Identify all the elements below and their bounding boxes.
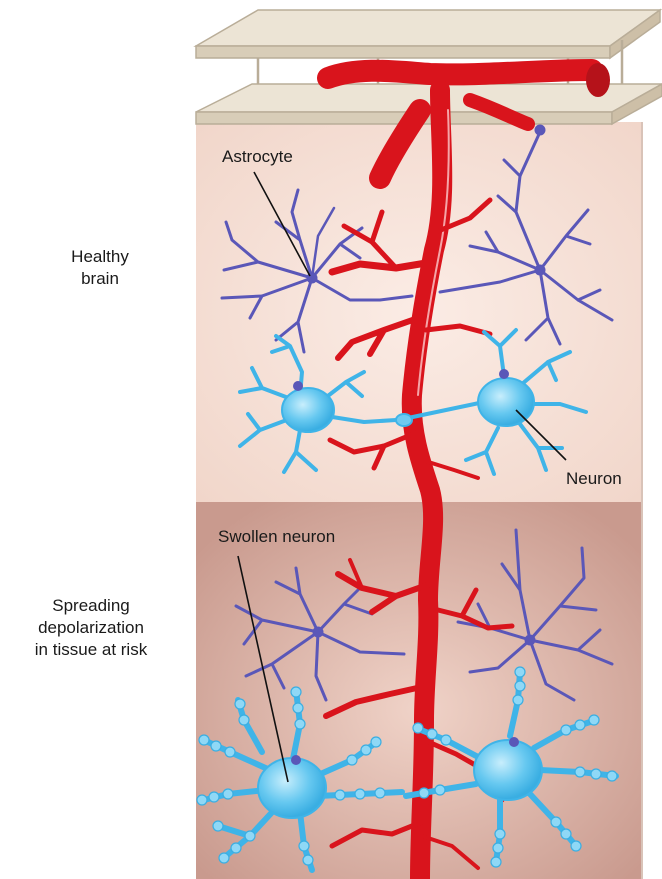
swollen-neuron-label: Swollen neuron: [218, 527, 335, 546]
vessel-cut-end: [586, 63, 610, 97]
neuron-healthy-left-soma: [282, 388, 334, 432]
neuron-swollen-right-soma: [474, 740, 542, 800]
astrocyte-label: Astrocyte: [222, 147, 293, 166]
neuron-label: Neuron: [566, 469, 622, 488]
upper-plate-top: [196, 10, 660, 46]
surface-vessel: [328, 70, 592, 78]
neuron-swollen-left-soma: [258, 758, 326, 818]
upper-plate-edge: [196, 46, 610, 58]
synapse-node: [396, 414, 412, 426]
